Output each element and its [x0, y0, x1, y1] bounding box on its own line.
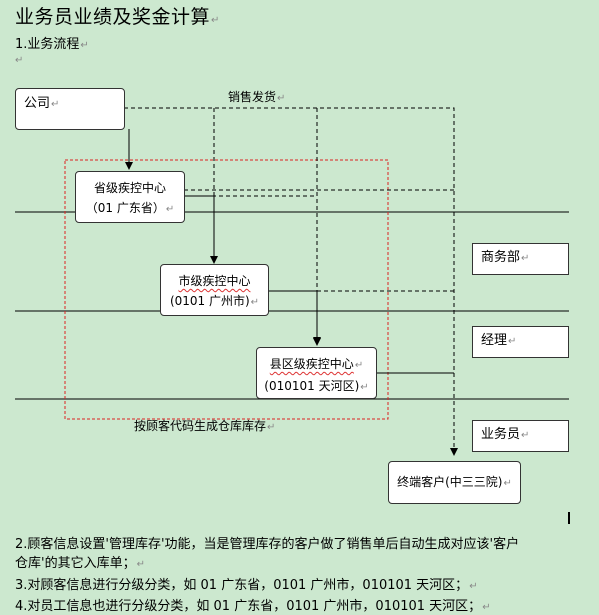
manager-box: 经理↵ [472, 326, 569, 358]
paragraph-4: 4.对员工信息也进行分级分类，如 01 广东省，0101 广州市，010101 … [15, 599, 491, 614]
warehouse-region [64, 159, 389, 420]
paragraph-2-line-2: 仓库'的其它入库单；↵ [15, 556, 145, 571]
city-cdc-box: 市级疾控中心 (0101 广州市)↵ [160, 264, 269, 316]
company-box: 公司↵ [15, 88, 125, 130]
paragraph-2-line-1: 2.顾客信息设置'管理库存'功能，当是管理库存的客户做了销售单后自动生成对应该'… [15, 537, 520, 552]
province-cdc-box: 省级疾控中心 （01 广东省）↵ [75, 171, 185, 223]
empty-paragraph-mark: ↵ [15, 55, 24, 66]
page-title: 业务员业绩及奖金计算↵ [15, 6, 220, 28]
county-cdc-box: 县区级疾控中心↵ (010101 天河区)↵ [256, 347, 377, 399]
province-to-city-arrow [184, 195, 218, 264]
text-cursor [568, 512, 570, 524]
commerce-dept-box: 商务部↵ [472, 243, 569, 275]
salesman-box: 业务员↵ [472, 420, 569, 452]
sales-dashed-line [124, 107, 458, 456]
city-to-county-arrow [268, 290, 321, 346]
sales-label: 销售发货↵ [228, 90, 286, 104]
section-heading: 1.业务流程↵ [15, 37, 89, 52]
end-customer-box: 终端客户(中三三院)↵ [388, 461, 521, 504]
warehouse-note: 按顾客代码生成仓库库存↵ [134, 419, 276, 433]
paragraph-3: 3.对顾客信息进行分级分类，如 01 广东省，0101 广州市，010101 天… [15, 578, 478, 593]
